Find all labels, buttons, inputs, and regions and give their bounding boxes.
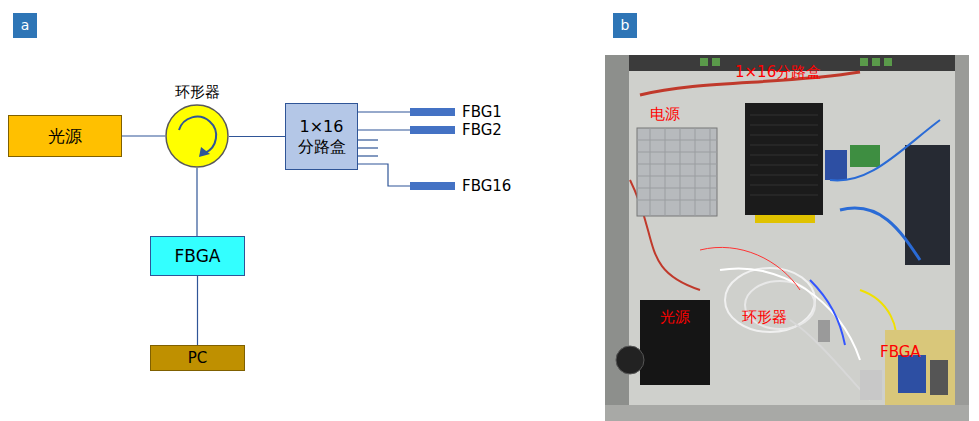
fbg-sensor: FBG2 (410, 121, 502, 139)
box-text: b (621, 17, 630, 34)
right-rail (955, 55, 969, 421)
fbg-sensor: FBG16 (410, 177, 511, 195)
splitter-box: 1×16 分路盒 (285, 103, 358, 170)
industrial-pc (745, 103, 823, 215)
power-supply (637, 128, 717, 216)
splitter-spare-ports (358, 140, 378, 156)
panel-badge: a (13, 13, 37, 38)
fbg-label: FBG1 (462, 103, 502, 121)
box-text: 1×16 分路盒 (290, 117, 353, 155)
box-text: a (21, 17, 30, 34)
connector (197, 276, 198, 345)
light-source-box (640, 300, 710, 385)
enclosure-back (605, 55, 969, 421)
circulator-symbol (165, 104, 229, 168)
vga-plug (825, 150, 847, 180)
photo-callout: FBGA (880, 344, 921, 361)
fbg-label: FBG16 (462, 177, 511, 195)
connector (358, 130, 410, 131)
terminal (850, 145, 880, 167)
heatsink (750, 115, 818, 195)
connector (358, 164, 410, 186)
fbg-bar (410, 108, 455, 116)
fbg-bar (410, 182, 455, 190)
circulator-node: 环形器 (165, 104, 229, 168)
fbg-bar (410, 126, 455, 134)
fbga-module (885, 330, 955, 405)
pc-box: PC (150, 345, 245, 371)
box-text: 光源 (48, 126, 82, 146)
blue-cable (830, 120, 940, 180)
analyzer-box: FBGA (150, 236, 245, 276)
connector (197, 168, 198, 236)
circulator-body (818, 320, 830, 342)
photo-callout: 1×16分路盒 (735, 64, 821, 81)
serial-plug (860, 370, 882, 400)
power-mesh (637, 128, 717, 216)
panel-badge: b (613, 13, 637, 38)
box-text: FBGA (175, 246, 221, 266)
fibers (700, 247, 896, 400)
photo-callout: 环形器 (742, 309, 787, 326)
blue-cable (840, 208, 920, 260)
bottom-rail (605, 405, 969, 421)
photo-callout: 光源 (660, 309, 690, 326)
circulator-label: 环形器 (175, 83, 220, 101)
connector (122, 136, 165, 137)
fan (616, 346, 644, 374)
photo-callout: 电源 (650, 106, 680, 123)
connector (358, 112, 410, 113)
box-text: PC (188, 349, 208, 367)
fbg-label: FBG2 (462, 121, 502, 139)
fbg-sensor: FBG1 (410, 103, 502, 121)
board-edge (755, 215, 815, 223)
connector (229, 136, 285, 137)
light-source-box: 光源 (8, 115, 122, 157)
db9-connector (898, 355, 926, 393)
bnc-connector (930, 360, 948, 395)
